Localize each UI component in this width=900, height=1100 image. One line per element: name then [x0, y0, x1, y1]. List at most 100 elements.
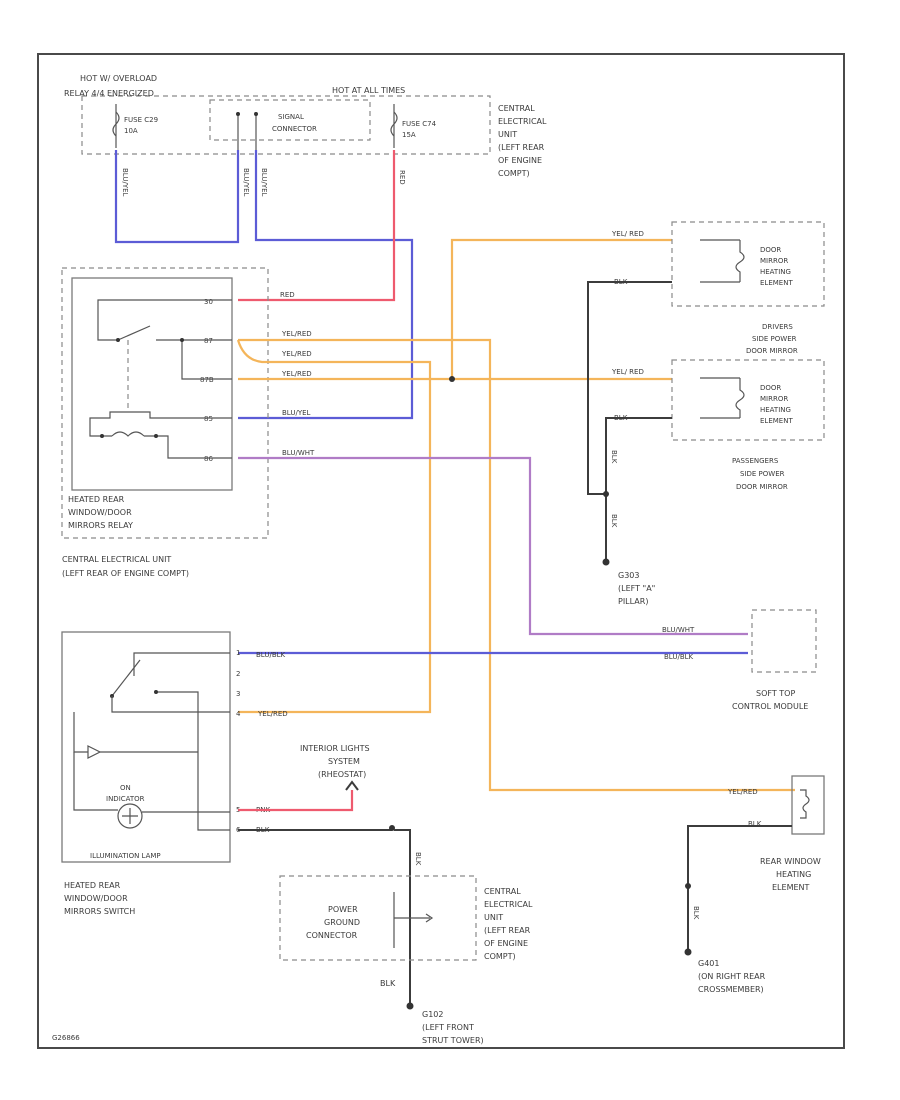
- wire-label-yel-red-drv: YEL/ RED: [611, 230, 644, 238]
- wire-label-yel-red-2: YEL/RED: [281, 350, 312, 358]
- svg-text:CROSSMEMBER): CROSSMEMBER): [698, 985, 764, 994]
- svg-text:MIRRORS SWITCH: MIRRORS SWITCH: [64, 907, 135, 916]
- wire-label-blu-blk-soft-top: BLU/BLK: [664, 653, 694, 661]
- svg-text:3: 3: [236, 690, 240, 698]
- svg-text:ELECTRICAL: ELECTRICAL: [498, 117, 547, 126]
- interior-lights-label: INTERIOR LIGHTS SYSTEM (RHEOSTAT): [300, 744, 370, 779]
- power-ground-connector-icon: [393, 892, 434, 948]
- wire-label-blu-wht-1: BLU/WHT: [282, 449, 315, 457]
- svg-text:85: 85: [204, 415, 213, 423]
- svg-text:COMPT): COMPT): [484, 952, 516, 961]
- power-ground-label: POWER GROUND CONNECTOR: [306, 905, 360, 940]
- svg-text:86: 86: [204, 455, 213, 463]
- svg-text:CONTROL MODULE: CONTROL MODULE: [732, 702, 808, 711]
- svg-text:ELEMENT: ELEMENT: [760, 417, 793, 425]
- relay-name-label: HEATED REAR WINDOW/DOOR MIRRORS RELAY: [68, 495, 133, 530]
- svg-text:WINDOW/DOOR: WINDOW/DOOR: [68, 508, 132, 517]
- svg-text:GROUND: GROUND: [324, 918, 360, 927]
- passengers-door-mirror-label: DOOR MIRROR HEATING ELEMENT: [760, 384, 793, 425]
- switch-pin-labels: 1 2 3 4 5 6: [236, 649, 241, 834]
- svg-text:ELEMENT: ELEMENT: [772, 883, 810, 892]
- svg-text:SIDE POWER: SIDE POWER: [752, 335, 797, 343]
- svg-text:G303: G303: [618, 571, 639, 580]
- wire-label-blk-g102: BLK: [380, 979, 396, 988]
- wire-label-blk-vertical: BLK: [414, 852, 422, 866]
- svg-text:87: 87: [204, 337, 213, 345]
- wire-label-blu-yel-3: BLU/YEL: [260, 168, 268, 197]
- svg-text:HEATED REAR: HEATED REAR: [64, 881, 121, 890]
- switch-contact-icon: [110, 652, 230, 831]
- splice-blk-mirrors: [603, 491, 609, 497]
- svg-text:G401: G401: [698, 959, 719, 968]
- svg-text:1: 1: [236, 649, 240, 657]
- soft-top-module-box: [751, 609, 817, 673]
- wire-label-blk-g303-1: BLK: [610, 450, 618, 464]
- svg-text:SOFT TOP: SOFT TOP: [756, 689, 795, 698]
- g401-label: G401 (ON RIGHT REAR CROSSMEMBER): [698, 959, 766, 994]
- switch-box: [61, 631, 231, 863]
- svg-text:OF ENGINE: OF ENGINE: [484, 939, 528, 948]
- svg-text:ELEMENT: ELEMENT: [760, 279, 793, 287]
- wire-yel-relay-87-to-rear-window: [238, 338, 795, 792]
- drivers-mirror-element-icon: [700, 239, 745, 283]
- svg-text:HEATING: HEATING: [760, 268, 791, 276]
- relay-contact-icon: [97, 299, 232, 412]
- splice-yel: [449, 376, 455, 382]
- wire-label-blu-blk-switch: BLU/BLK: [256, 651, 286, 659]
- svg-text:REAR WINDOW: REAR WINDOW: [760, 857, 821, 866]
- svg-text:PASSENGERS: PASSENGERS: [732, 457, 779, 465]
- wire-red-fuse-c74: [238, 150, 396, 302]
- ceu-mid-box: [61, 267, 269, 539]
- svg-text:(ON RIGHT REAR: (ON RIGHT REAR: [698, 972, 766, 981]
- ground-g303-icon: [602, 558, 610, 566]
- wire-blu-fuse-c29: [114, 150, 240, 244]
- signal-connector-line2: CONNECTOR: [272, 125, 317, 133]
- wire-label-yel-red-switch: YEL/RED: [257, 710, 288, 718]
- svg-text:CONNECTOR: CONNECTOR: [306, 931, 358, 940]
- wire-label-yel-red-1: YEL/RED: [281, 330, 312, 338]
- power-ground-box: [279, 875, 477, 961]
- svg-text:DRIVERS: DRIVERS: [762, 323, 793, 331]
- wire-label-red: RED: [280, 291, 295, 299]
- svg-text:INTERIOR LIGHTS: INTERIOR LIGHTS: [300, 744, 370, 753]
- drivers-mirror-box: [671, 221, 825, 307]
- wire-label-yel-red-3: YEL/RED: [281, 370, 312, 378]
- wire-pnk-to-interior-lights: [238, 790, 354, 812]
- wire-label-blu-yel-1: BLU/YEL: [121, 168, 129, 197]
- drivers-mirror-label: DRIVERS SIDE POWER DOOR MIRROR: [746, 323, 798, 355]
- svg-text:STRUT TOWER): STRUT TOWER): [422, 1036, 484, 1045]
- signal-connector-pins: [236, 112, 258, 150]
- diagram-frame: [37, 53, 845, 1049]
- wire-label-blu-yel-2: BLU/YEL: [242, 168, 250, 197]
- fuse-c74-line2: 15A: [402, 131, 416, 139]
- svg-text:(LEFT REAR OF ENGINE COMPT): (LEFT REAR OF ENGINE COMPT): [62, 569, 189, 578]
- relay-coil-icon: [89, 411, 232, 459]
- svg-text:MIRRORS RELAY: MIRRORS RELAY: [68, 521, 133, 530]
- wire-blk-rear-window: [687, 825, 792, 950]
- fuse-c74-line1: FUSE C74: [402, 120, 437, 128]
- wire-blu-wht-relay-86: [238, 456, 748, 636]
- relay-header-line2: RELAY 4/4 ENERGIZED: [64, 89, 154, 98]
- svg-text:MIRROR: MIRROR: [760, 395, 788, 403]
- svg-text:POWER: POWER: [328, 905, 358, 914]
- fuse-c29-line2: 10A: [124, 127, 138, 135]
- wire-yel-to-drivers-mirror: [450, 238, 672, 379]
- svg-text:(LEFT FRONT: (LEFT FRONT: [422, 1023, 474, 1032]
- svg-text:87B: 87B: [200, 376, 214, 384]
- g102-label: G102 (LEFT FRONT STRUT TOWER): [422, 1010, 484, 1045]
- fuse-c29-icon: [112, 104, 120, 148]
- ground-g102-icon: [406, 1002, 414, 1010]
- svg-text:HEATED REAR: HEATED REAR: [68, 495, 125, 504]
- wire-blk-to-power-ground: [394, 829, 411, 1004]
- svg-text:2: 2: [236, 670, 240, 678]
- passengers-mirror-box: [671, 359, 825, 441]
- wire-label-blu-wht-soft-top: BLU/WHT: [662, 626, 695, 634]
- svg-text:PILLAR): PILLAR): [618, 597, 648, 606]
- passengers-mirror-element-icon: [700, 377, 745, 419]
- svg-text:(LEFT REAR: (LEFT REAR: [498, 143, 545, 152]
- svg-text:CENTRAL ELECTRICAL UNIT: CENTRAL ELECTRICAL UNIT: [62, 555, 171, 564]
- drivers-door-mirror-label: DOOR MIRROR HEATING ELEMENT: [760, 246, 793, 287]
- svg-text:CENTRAL: CENTRAL: [498, 104, 535, 113]
- fuse-box-top: [81, 95, 491, 155]
